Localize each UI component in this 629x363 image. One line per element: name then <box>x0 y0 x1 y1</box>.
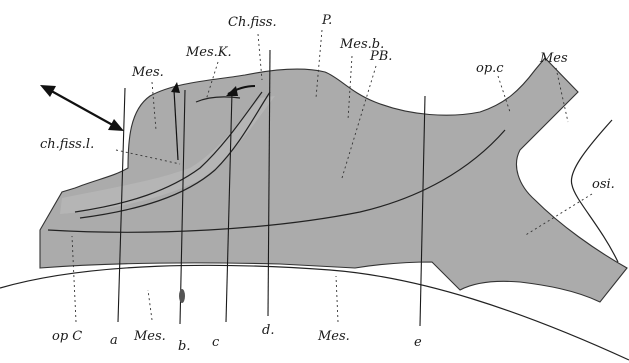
label-d: d. <box>262 323 274 338</box>
leader-mes-bottom-mid <box>336 276 338 322</box>
label-p: P. <box>321 13 332 28</box>
label-op-c-right: op.c <box>476 61 504 76</box>
label-mes-bottom-left: Mes. <box>133 329 166 344</box>
label-c: c <box>212 335 220 350</box>
label-a: a <box>110 333 118 348</box>
label-e: e <box>414 335 422 350</box>
label-mes-bottom-mid: Mes. <box>317 329 350 344</box>
label-op-c-left: op C <box>52 329 82 344</box>
label-mes-right: Mes <box>539 51 568 66</box>
label-b: b. <box>178 339 190 354</box>
label-mes-upper-left: Mes. <box>131 65 164 80</box>
orientation-arrow <box>40 85 124 131</box>
vessel-blob <box>179 289 185 303</box>
label-osi: osi. <box>592 177 615 192</box>
label-pb: PB. <box>369 49 392 64</box>
tissue-body <box>40 58 627 302</box>
label-ch-fiss-l: ch.fiss.l. <box>40 137 94 152</box>
leader-mes-bottom-left <box>148 290 152 320</box>
label-ch-fiss: Ch.fiss. <box>228 15 277 30</box>
label-mes-k: Mes.K. <box>185 45 232 60</box>
